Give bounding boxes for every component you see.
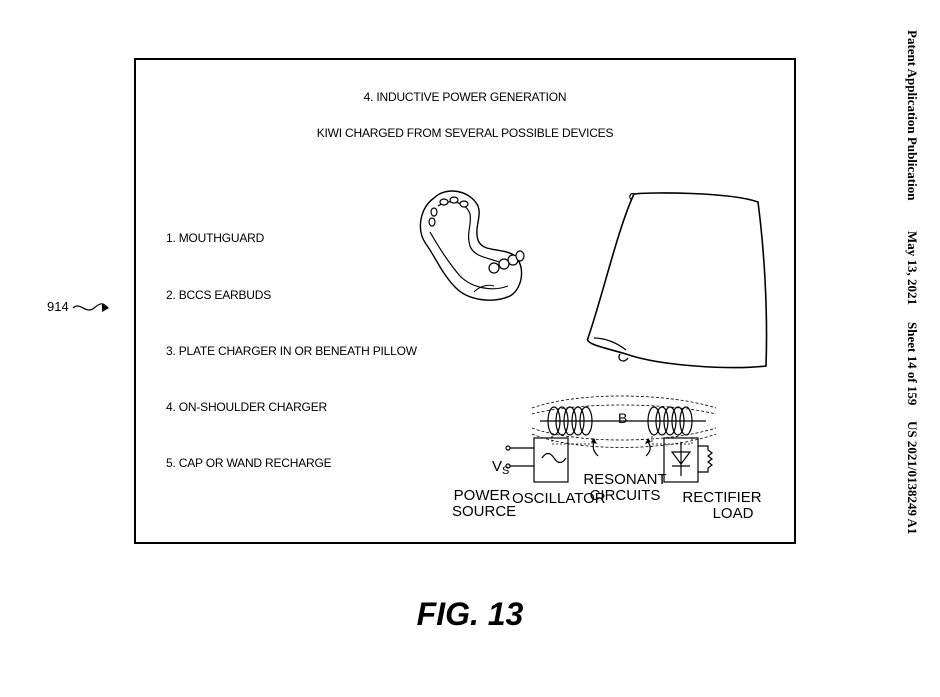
list-item: 2. BCCS EARBUDS — [166, 288, 272, 302]
list-item: 5. CAP OR WAND RECHARGE — [166, 456, 332, 470]
magnetic-field-label: B — [618, 410, 628, 426]
reference-numeral: 914 — [47, 299, 69, 314]
publication-date: May 13, 2021 — [905, 230, 920, 305]
rectifier-line: RECTIFIER — [682, 489, 762, 506]
list-item: 4. ON-SHOULDER CHARGER — [166, 400, 327, 414]
resonant-line1: RESONANT — [583, 471, 667, 488]
sheet-number: Sheet 14 of 159 — [905, 321, 920, 405]
patent-number: US 2021/0138249 A1 — [905, 421, 920, 535]
list-item: 3. PLATE CHARGER IN OR BENEATH PILLOW — [166, 344, 417, 358]
list-item: 1. MOUTHGUARD — [166, 231, 265, 245]
publication-label: Patent Application Publication — [905, 30, 920, 201]
resonant-line2: CIRCUITS — [589, 487, 661, 504]
power-source-label: POWER SOURCE — [452, 487, 517, 520]
power-label-line1: POWER — [453, 487, 511, 504]
inductive-circuit-diagram — [505, 395, 717, 483]
panel-title: 4. INDUCTIVE POWER GENERATION — [363, 90, 567, 104]
oscillator-label: OSCILLATOR — [512, 490, 606, 507]
figure-panel: 4. INDUCTIVE POWER GENERATION KIWI CHARG… — [134, 58, 796, 544]
panel-subtitle: KIWI CHARGED FROM SEVERAL POSSIBLE DEVIC… — [316, 126, 614, 140]
pillow-illustration — [586, 192, 768, 369]
load-line: LOAD — [712, 505, 754, 522]
mouthguard-illustration — [419, 190, 525, 301]
voltage-source-label: VsVS — [492, 458, 510, 477]
rectifier-load-label: RECTIFIER LOAD — [682, 490, 762, 522]
voltage-subscript: S — [502, 465, 510, 477]
power-label-line2: SOURCE — [452, 503, 517, 520]
figure-caption: FIG. 13 — [416, 596, 524, 632]
resonant-circuits-label: RESONANT CIRCUITS — [580, 472, 670, 504]
patent-side-header: Patent Application Publication May 13, 2… — [898, 30, 920, 670]
reference-leader-arrow — [72, 303, 109, 312]
